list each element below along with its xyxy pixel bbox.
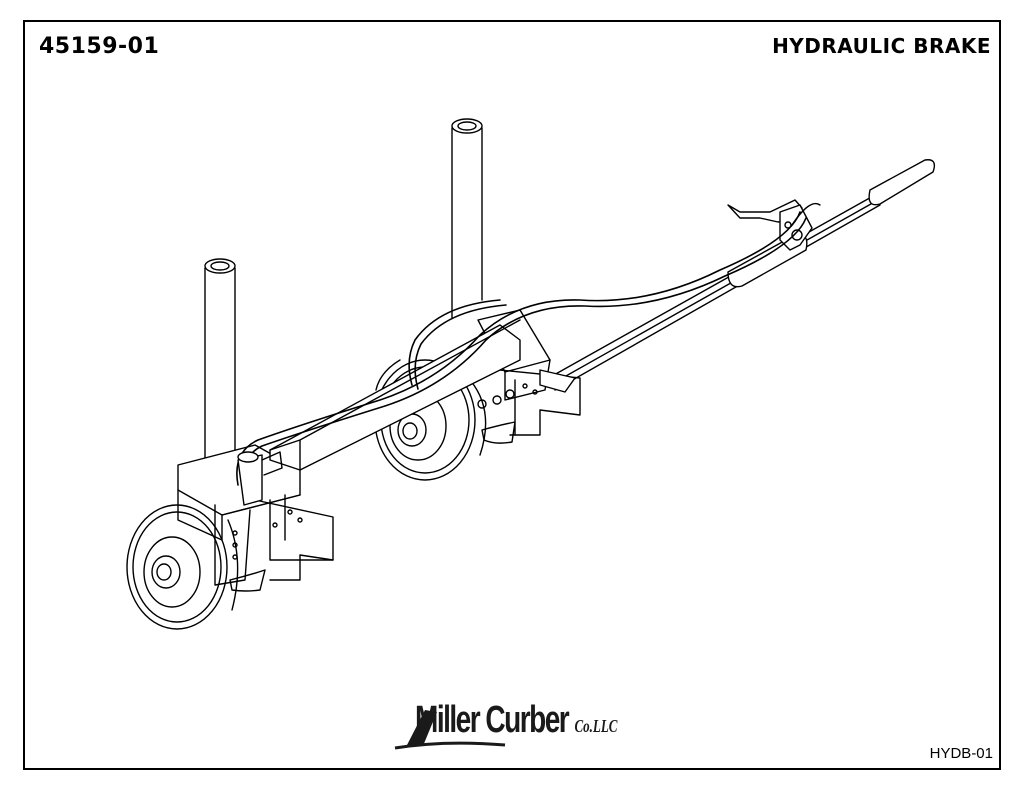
hydraulic-hose [236, 211, 807, 489]
frame-beam [269, 319, 521, 471]
drawing-frame: 45159-01 HYDRAULIC BRAKE HYDB-01 [23, 20, 1001, 770]
brake-lever [727, 199, 821, 251]
front-post [204, 258, 236, 479]
part-number: 45159-01 [39, 34, 160, 59]
rear-post [451, 118, 483, 319]
drawing-title: HYDRAULIC BRAKE [772, 34, 991, 58]
logo-text: Miller Curber Co.LLC [415, 698, 617, 741]
front-bracket [177, 444, 334, 592]
company-logo: Miller Curber Co.LLC [385, 690, 625, 750]
logo-suffix: Co.LLC [574, 715, 618, 736]
brake-caliper-fitting [237, 451, 283, 506]
logo-brand: Miller Curber [415, 698, 570, 740]
handle [539, 159, 936, 393]
front-wheel [126, 504, 239, 630]
drawing-code: HYDB-01 [929, 745, 993, 762]
logo-swoosh-icon [394, 710, 506, 750]
